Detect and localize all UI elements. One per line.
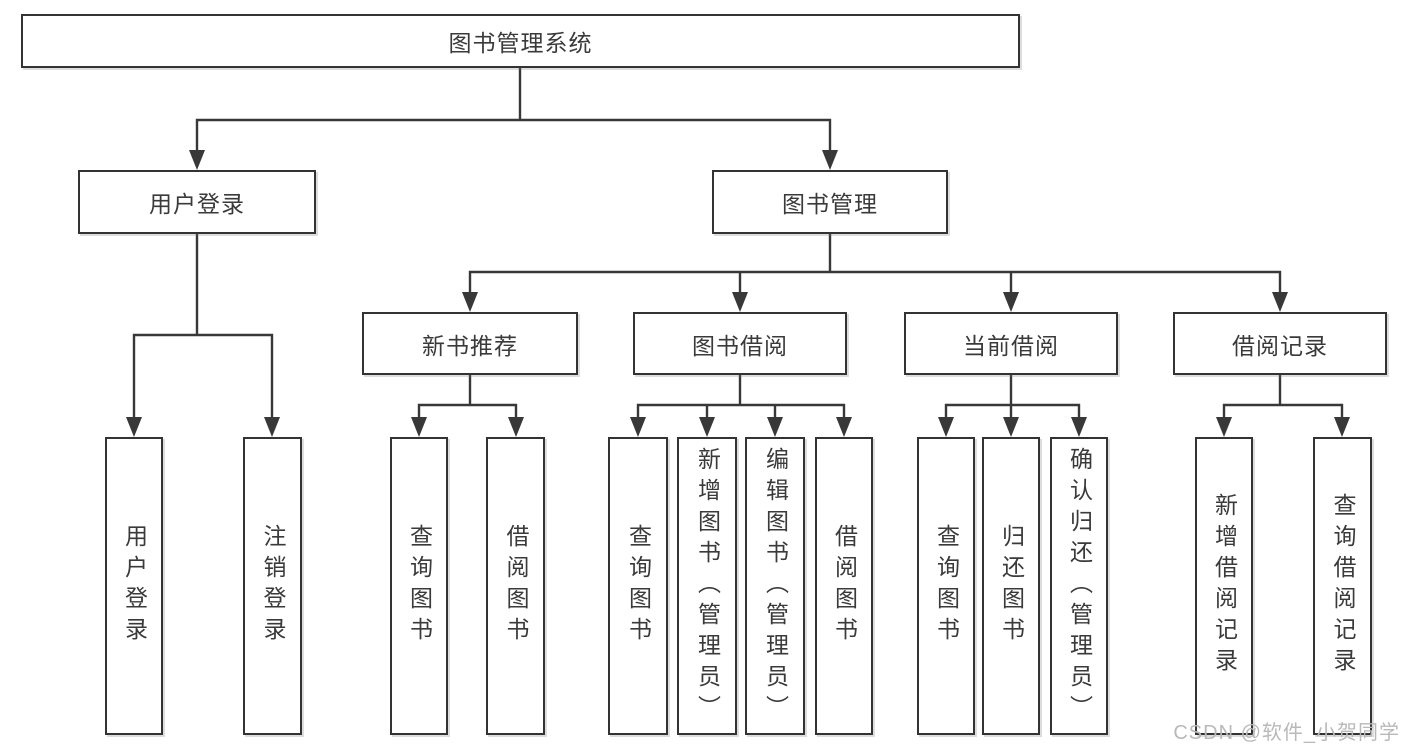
leaf-query-books-current: 查询图书 xyxy=(917,437,975,735)
leaf-add-books-admin: 新增图书（管理员） xyxy=(677,437,737,735)
node-book-management: 图书管理 xyxy=(712,170,948,234)
csdn-watermark: CSDN @软件_小贺同学 xyxy=(1173,722,1400,744)
node-library-management-system: 图书管理系统 xyxy=(21,14,1020,68)
leaf-user-login: 用户登录 xyxy=(105,437,163,735)
leaf-logout: 注销登录 xyxy=(243,437,302,735)
leaf-add-borrow-record: 新增借阅记录 xyxy=(1195,437,1253,735)
leaf-query-books-borrow: 查询图书 xyxy=(608,437,668,735)
leaf-query-borrow-record: 查询借阅记录 xyxy=(1313,437,1372,735)
leaf-edit-books-admin: 编辑图书（管理员） xyxy=(745,437,805,735)
node-book-borrowing: 图书借阅 xyxy=(633,312,847,375)
leaf-confirm-return-admin: 确认归还（管理员） xyxy=(1050,437,1108,735)
node-borrowing-records: 借阅记录 xyxy=(1173,312,1387,375)
node-new-book-recommendation: 新书推荐 xyxy=(362,312,578,375)
leaf-borrow-books-recommend: 借阅图书 xyxy=(486,437,545,735)
leaf-return-books: 归还图书 xyxy=(982,437,1040,735)
leaf-borrow-books: 借阅图书 xyxy=(815,437,873,735)
node-current-borrowing: 当前借阅 xyxy=(904,312,1118,375)
node-user-login: 用户登录 xyxy=(78,170,316,234)
leaf-query-books-recommend: 查询图书 xyxy=(390,437,448,735)
